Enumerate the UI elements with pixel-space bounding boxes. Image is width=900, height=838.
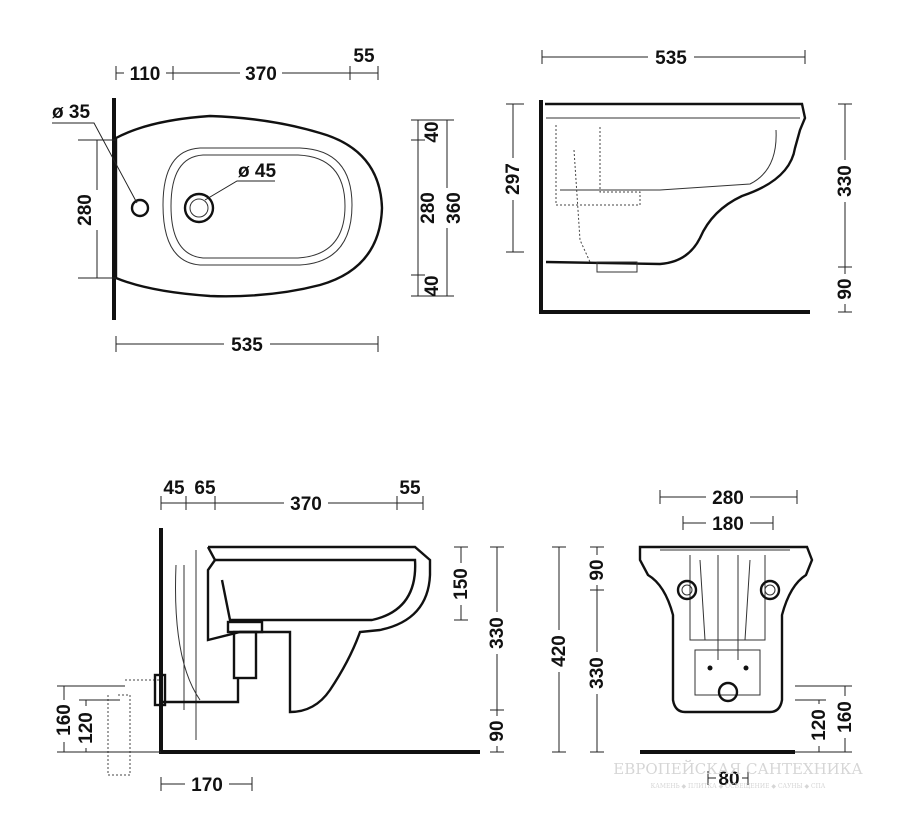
dim-90-side: 90	[835, 278, 856, 299]
bowl-inner-rim	[170, 154, 346, 259]
dim-535-top: 535	[231, 335, 263, 356]
dim-110: 110	[130, 64, 161, 85]
section-view: 45 65 370 55 150 330 90 160 120 170	[51, 478, 510, 796]
dim-170: 170	[191, 775, 223, 796]
bowl-outer-rim	[162, 147, 353, 266]
dim-dia-35: ø 35	[52, 102, 90, 123]
dim-370: 370	[245, 64, 277, 85]
dim-40-top: 40	[422, 121, 443, 142]
dim-55-section: 55	[399, 478, 421, 499]
dim-360: 360	[444, 192, 465, 224]
bidet-back-outline	[638, 545, 814, 714]
drain-inner	[189, 198, 209, 218]
dim-330-back: 330	[587, 657, 608, 689]
dim-330-side: 330	[835, 165, 856, 197]
dim-dia-45: ø 45	[238, 161, 276, 182]
dim-80: 80	[718, 769, 739, 790]
watermark-subtitle: КАМЕНЬ ◆ ПЛИТКА ◆ ОСВЕЩЕНИЕ ◆ САУНЫ ◆ СП…	[651, 783, 826, 790]
dim-45: 45	[163, 478, 185, 499]
dim-280-left: 280	[75, 194, 96, 226]
dim-120-back: 120	[809, 709, 830, 741]
dim-420: 420	[549, 635, 570, 667]
waste-hole	[717, 681, 739, 703]
dim-370-section: 370	[290, 494, 322, 515]
dim-40-bottom: 40	[422, 275, 443, 296]
dim-65: 65	[194, 478, 216, 499]
top-view: 110 370 55 ø 35 ø 45 280 280 360 40 40 5…	[52, 46, 465, 356]
dim-280-back: 280	[712, 488, 744, 509]
dim-280-right: 280	[418, 192, 439, 224]
mount-hole-left	[676, 579, 698, 601]
tap-hole	[130, 198, 150, 218]
drain-outer	[183, 192, 215, 224]
bidet-section-outline	[206, 545, 432, 714]
dim-297: 297	[503, 163, 524, 195]
watermark-title: ЕВРОПЕЙСКАЯ САНТЕХНИКА	[613, 759, 863, 778]
mount-hole-right	[759, 579, 781, 601]
dim-150: 150	[451, 568, 472, 600]
bidet-top-outline	[114, 114, 384, 298]
dim-160-back: 160	[835, 701, 856, 733]
dim-330-section: 330	[487, 617, 508, 649]
back-view: 280 180 420 90 330 120 160	[546, 485, 858, 790]
bidet-side-outline	[545, 102, 807, 266]
dim-535-side: 535	[655, 48, 687, 69]
dim-180: 180	[712, 514, 744, 535]
dim-90-section: 90	[487, 720, 508, 741]
dim-120-section: 120	[76, 712, 97, 744]
dim-160-section: 160	[54, 704, 75, 736]
side-view: 535 297 330 90	[500, 45, 858, 314]
dim-55: 55	[353, 46, 375, 67]
dim-90-back: 90	[587, 559, 608, 580]
